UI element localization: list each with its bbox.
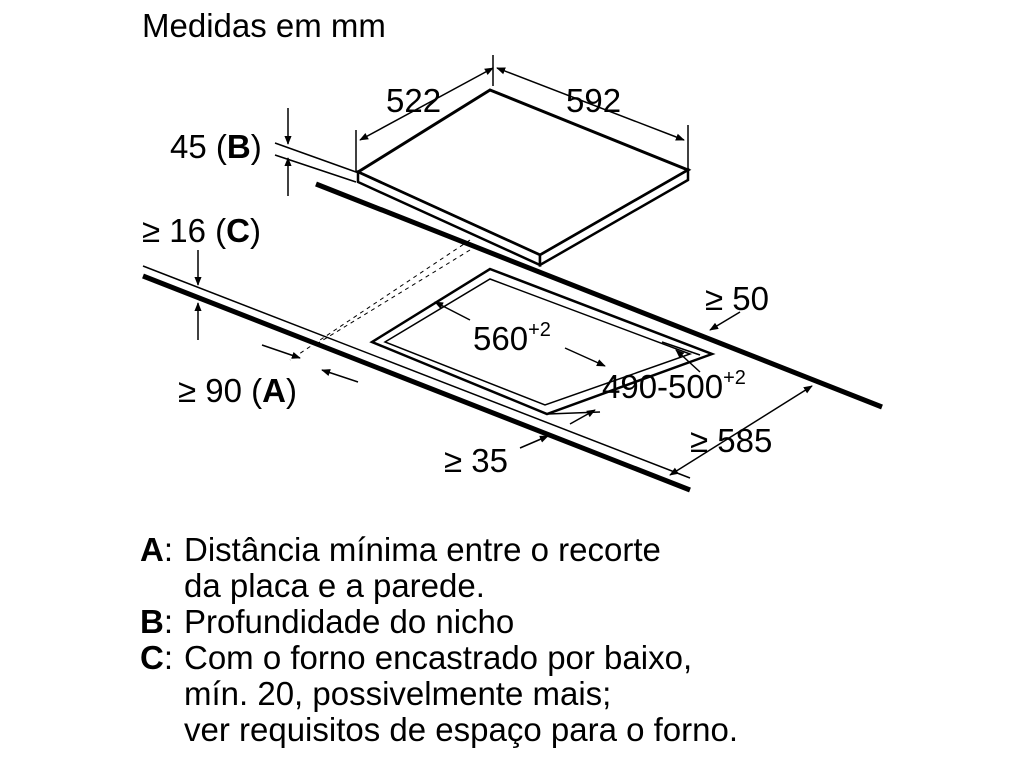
legend-item-a: A: Distância mínima entre o recorte da p… bbox=[140, 532, 738, 604]
dim-depth-line bbox=[359, 67, 494, 141]
label-front-clearance: ≥ 35 bbox=[444, 442, 508, 479]
label-oven-clearance: ≥ 16 (C) bbox=[142, 212, 261, 249]
dim-wall-arrow-left bbox=[261, 344, 301, 359]
dim-cutout-depth-ext-top bbox=[661, 341, 701, 356]
dim-cutout-depth-arrow-top bbox=[675, 349, 701, 373]
dim-height-ext-top bbox=[274, 142, 357, 173]
cutout-outline bbox=[369, 267, 716, 416]
label-cutout-depth: 490-500+2 bbox=[602, 367, 746, 405]
label-height: 45 (B) bbox=[170, 128, 262, 165]
diagram-title: Medidas em mm bbox=[142, 7, 386, 44]
worktop-front-edge bbox=[142, 273, 691, 493]
worktop-rear-edge bbox=[315, 181, 883, 410]
dim-worktop-line bbox=[669, 385, 813, 476]
label-rear-clearance: ≥ 50 bbox=[705, 280, 769, 317]
legend-key: B: bbox=[140, 603, 174, 640]
legend-item-b: B: Profundidade do nicho bbox=[140, 604, 738, 640]
dim-cutout-width-arrow-left bbox=[434, 301, 471, 321]
legend-key: A: bbox=[140, 531, 174, 568]
legend-text: Distância mínima entre o recorte da plac… bbox=[184, 531, 661, 604]
guide-dashed-rear bbox=[314, 249, 471, 346]
worktop-front-thin-edge bbox=[142, 265, 691, 479]
label-worktop-depth: ≥ 585 bbox=[690, 422, 772, 459]
dim-height-ext-bottom bbox=[274, 154, 357, 183]
legend: A: Distância mínima entre o recorte da p… bbox=[140, 532, 738, 748]
legend-text: Com o forno encastrado por baixo, mín. 2… bbox=[184, 639, 738, 748]
legend-text: Profundidade do nicho bbox=[184, 603, 515, 640]
label-depth: 522 bbox=[386, 82, 441, 119]
cutout-inner-outline bbox=[383, 278, 693, 406]
dim-rear-arrow bbox=[709, 311, 741, 331]
legend-item-c: C: Com o forno encastrado por baixo, mín… bbox=[140, 640, 738, 748]
label-wall-distance: ≥ 90 (A) bbox=[178, 372, 297, 409]
legend-key: C: bbox=[140, 639, 174, 676]
dim-wall-arrow-right bbox=[321, 369, 359, 383]
label-width: 592 bbox=[566, 82, 621, 119]
label-cutout-width: 560+2 bbox=[473, 319, 551, 357]
dim-front-arrow bbox=[519, 435, 549, 449]
dim-cutout-depth-arrow-bottom bbox=[569, 409, 596, 425]
hob-side-face bbox=[538, 167, 690, 268]
dim-cutout-width-arrow-right bbox=[564, 347, 606, 367]
dim-width-line bbox=[496, 67, 685, 141]
